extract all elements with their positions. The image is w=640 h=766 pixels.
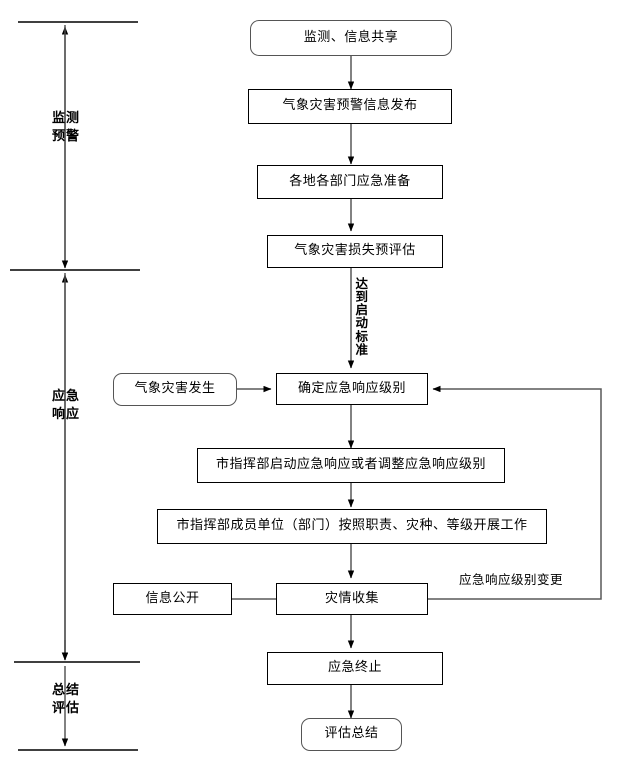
node-monitoring-info-sharing[interactable]: 监测、信息共享 [250, 20, 452, 56]
node-member-units-work[interactable]: 市指挥部成员单位（部门）按照职责、灾种、等级开展工作 [157, 509, 547, 544]
node-emergency-termination[interactable]: 应急终止 [267, 652, 443, 685]
node-determine-response-level[interactable]: 确定应急响应级别 [276, 373, 428, 405]
phase-label-summary-evaluation: 总结 评估 [51, 683, 80, 716]
edge-label-response-level-change: 应急响应级别变更 [459, 572, 564, 587]
node-departments-preparation[interactable]: 各地各部门应急准备 [257, 165, 443, 199]
node-warning-info-release[interactable]: 气象灾害预警信息发布 [248, 89, 452, 124]
phase-label-emergency-response: 应急 响应 [51, 389, 80, 422]
phase-label-monitor-warning: 监测 预警 [51, 111, 80, 144]
node-loss-pre-assessment[interactable]: 气象灾害损失预评估 [267, 235, 443, 268]
node-information-disclosure[interactable]: 信息公开 [113, 583, 232, 615]
node-city-hq-start-or-adjust[interactable]: 市指挥部启动应急响应或者调整应急响应级别 [197, 448, 505, 483]
node-disaster-occurs[interactable]: 气象灾害发生 [113, 373, 237, 406]
node-disaster-data-collection[interactable]: 灾情收集 [276, 583, 428, 615]
edge-label-meets-activation-standard: 达 到 启 动 标 准 [355, 276, 369, 357]
node-assessment-summary[interactable]: 评估总结 [301, 718, 402, 751]
